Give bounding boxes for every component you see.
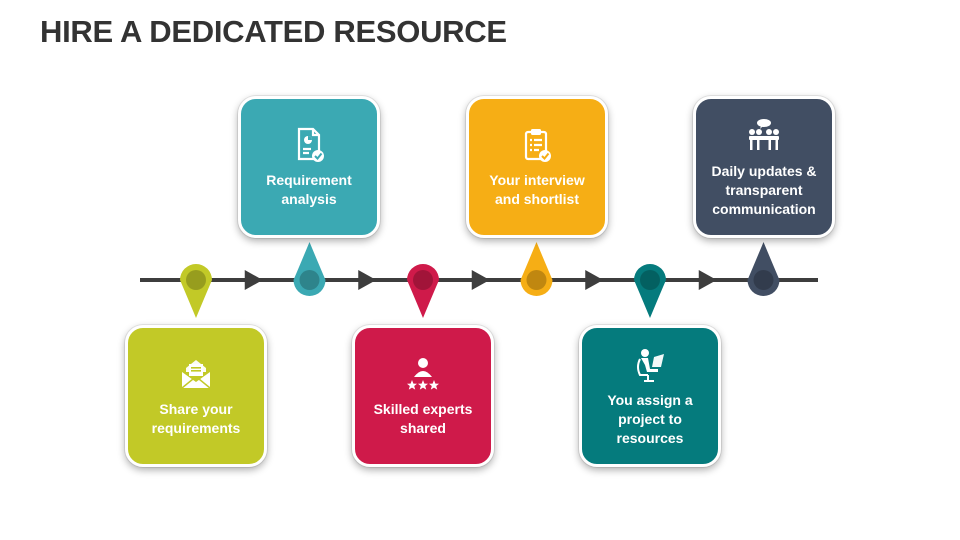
step-label: Requirement analysis xyxy=(266,172,352,207)
timeline-arrow xyxy=(358,270,377,290)
expert-rating-icon xyxy=(403,354,443,394)
timeline-pin xyxy=(180,264,212,318)
step-label: Share your requirements xyxy=(151,401,241,436)
timeline-arrow xyxy=(698,270,717,290)
step-card-daily-updates: Daily updates & transparent communicatio… xyxy=(693,96,835,238)
step-card-requirement-analysis: Requirement analysis xyxy=(238,96,380,238)
timeline-arrow xyxy=(585,270,604,290)
document-chart-icon xyxy=(289,125,329,165)
timeline-arrow xyxy=(471,270,490,290)
step-label: Skilled experts shared xyxy=(373,401,473,436)
timeline-arrow xyxy=(244,270,263,290)
timeline-pin xyxy=(747,242,780,296)
timeline-pin xyxy=(520,242,553,296)
timeline-pin xyxy=(407,264,439,318)
person-at-laptop-icon xyxy=(630,345,670,385)
timeline-pin xyxy=(634,264,666,318)
clipboard-check-icon xyxy=(517,125,557,165)
step-card-interview-shortlist: Your interview and shortlist xyxy=(466,96,608,238)
envelope-icon xyxy=(176,354,216,394)
step-card-assign-project: You assign a project to resources xyxy=(579,325,721,467)
step-label: You assign a project to resources xyxy=(607,391,693,446)
step-label: Daily updates & transparent communicatio… xyxy=(711,162,817,217)
step-card-share-requirements: Share your requirements xyxy=(125,325,267,467)
step-label: Your interview and shortlist xyxy=(489,172,585,207)
timeline-pin xyxy=(293,242,326,296)
page-title: HIRE A DEDICATED RESOURCE xyxy=(40,14,507,49)
team-meeting-icon xyxy=(744,116,784,156)
step-card-skilled-experts: Skilled experts shared xyxy=(352,325,494,467)
